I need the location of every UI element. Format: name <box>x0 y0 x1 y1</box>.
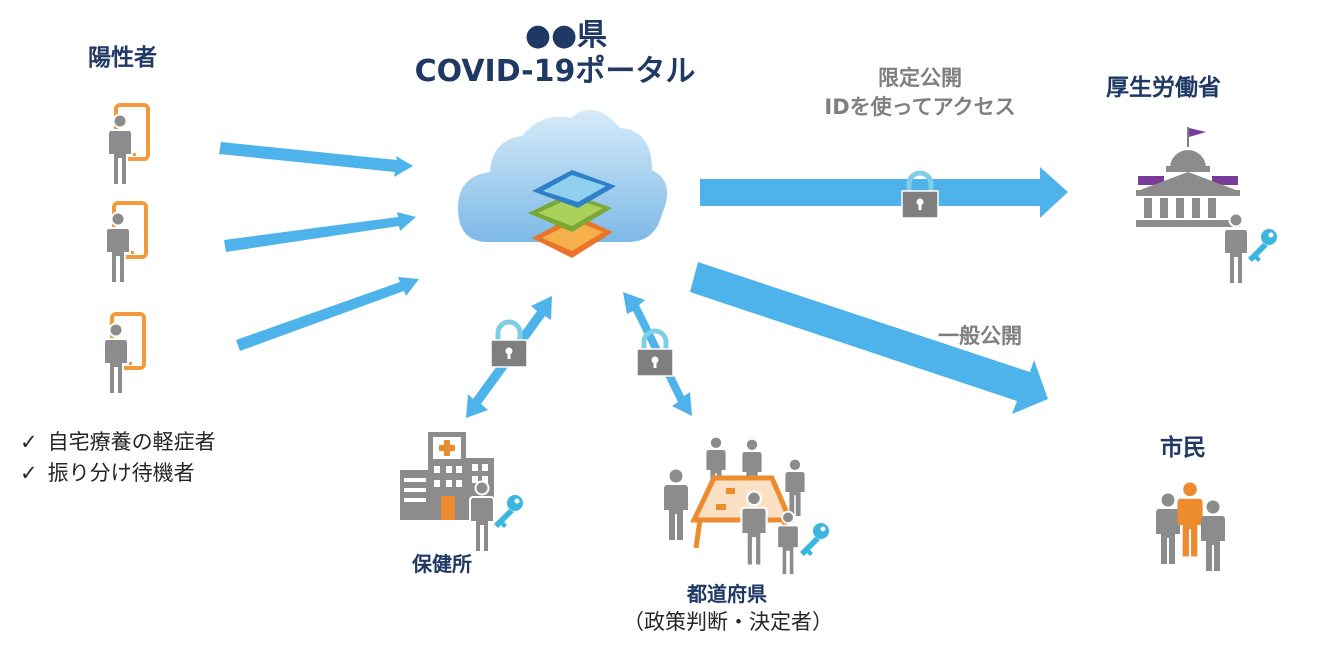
government-building-icon <box>1136 127 1277 285</box>
arrow-patient-1 <box>219 142 413 177</box>
check-icon: ✓ <box>20 430 38 454</box>
phone-user-icon <box>104 314 144 394</box>
prefecture-subtitle: （政策判断・決定者） <box>623 610 833 634</box>
health-center-title: 保健所 <box>412 552 472 576</box>
phone-user-icon <box>108 105 148 185</box>
check-icon: ✓ <box>20 461 38 485</box>
padlock-icon <box>491 322 527 367</box>
patients-title: 陽性者 <box>88 45 157 71</box>
ministry-title: 厚生労働省 <box>1106 75 1221 101</box>
patients-note-text-1: 自宅療養の軽症者 <box>47 430 216 454</box>
portal-title-line1: ●●県 <box>524 18 608 53</box>
arrow-patient-2 <box>224 212 416 252</box>
arrow-patient-3 <box>236 277 419 351</box>
general-access-label: 一般公開 <box>938 324 1022 348</box>
cloud-map-icon <box>458 110 668 258</box>
hospital-icon <box>400 432 523 553</box>
limited-access-line2: IDを使ってアクセス <box>824 95 1016 119</box>
patients-note-1: ✓ 自宅療養の軽症者 <box>20 426 216 456</box>
prefecture-title: 都道府県 <box>687 582 767 606</box>
arrow-to-ministry <box>700 167 1068 218</box>
patients-note-text-2: 振り分け待機者 <box>47 461 195 485</box>
arrow-to-citizens <box>690 262 1048 414</box>
patients-note-2: ✓ 振り分け待機者 <box>20 457 195 487</box>
limited-access-line1: 限定公開 <box>878 66 962 90</box>
citizens-title: 市民 <box>1160 435 1206 461</box>
meeting-table-icon <box>664 437 829 576</box>
phone-user-icon <box>106 203 146 283</box>
portal-title-line2: COVID-19ポータル <box>414 54 696 89</box>
citizens-group-icon <box>1156 482 1225 571</box>
